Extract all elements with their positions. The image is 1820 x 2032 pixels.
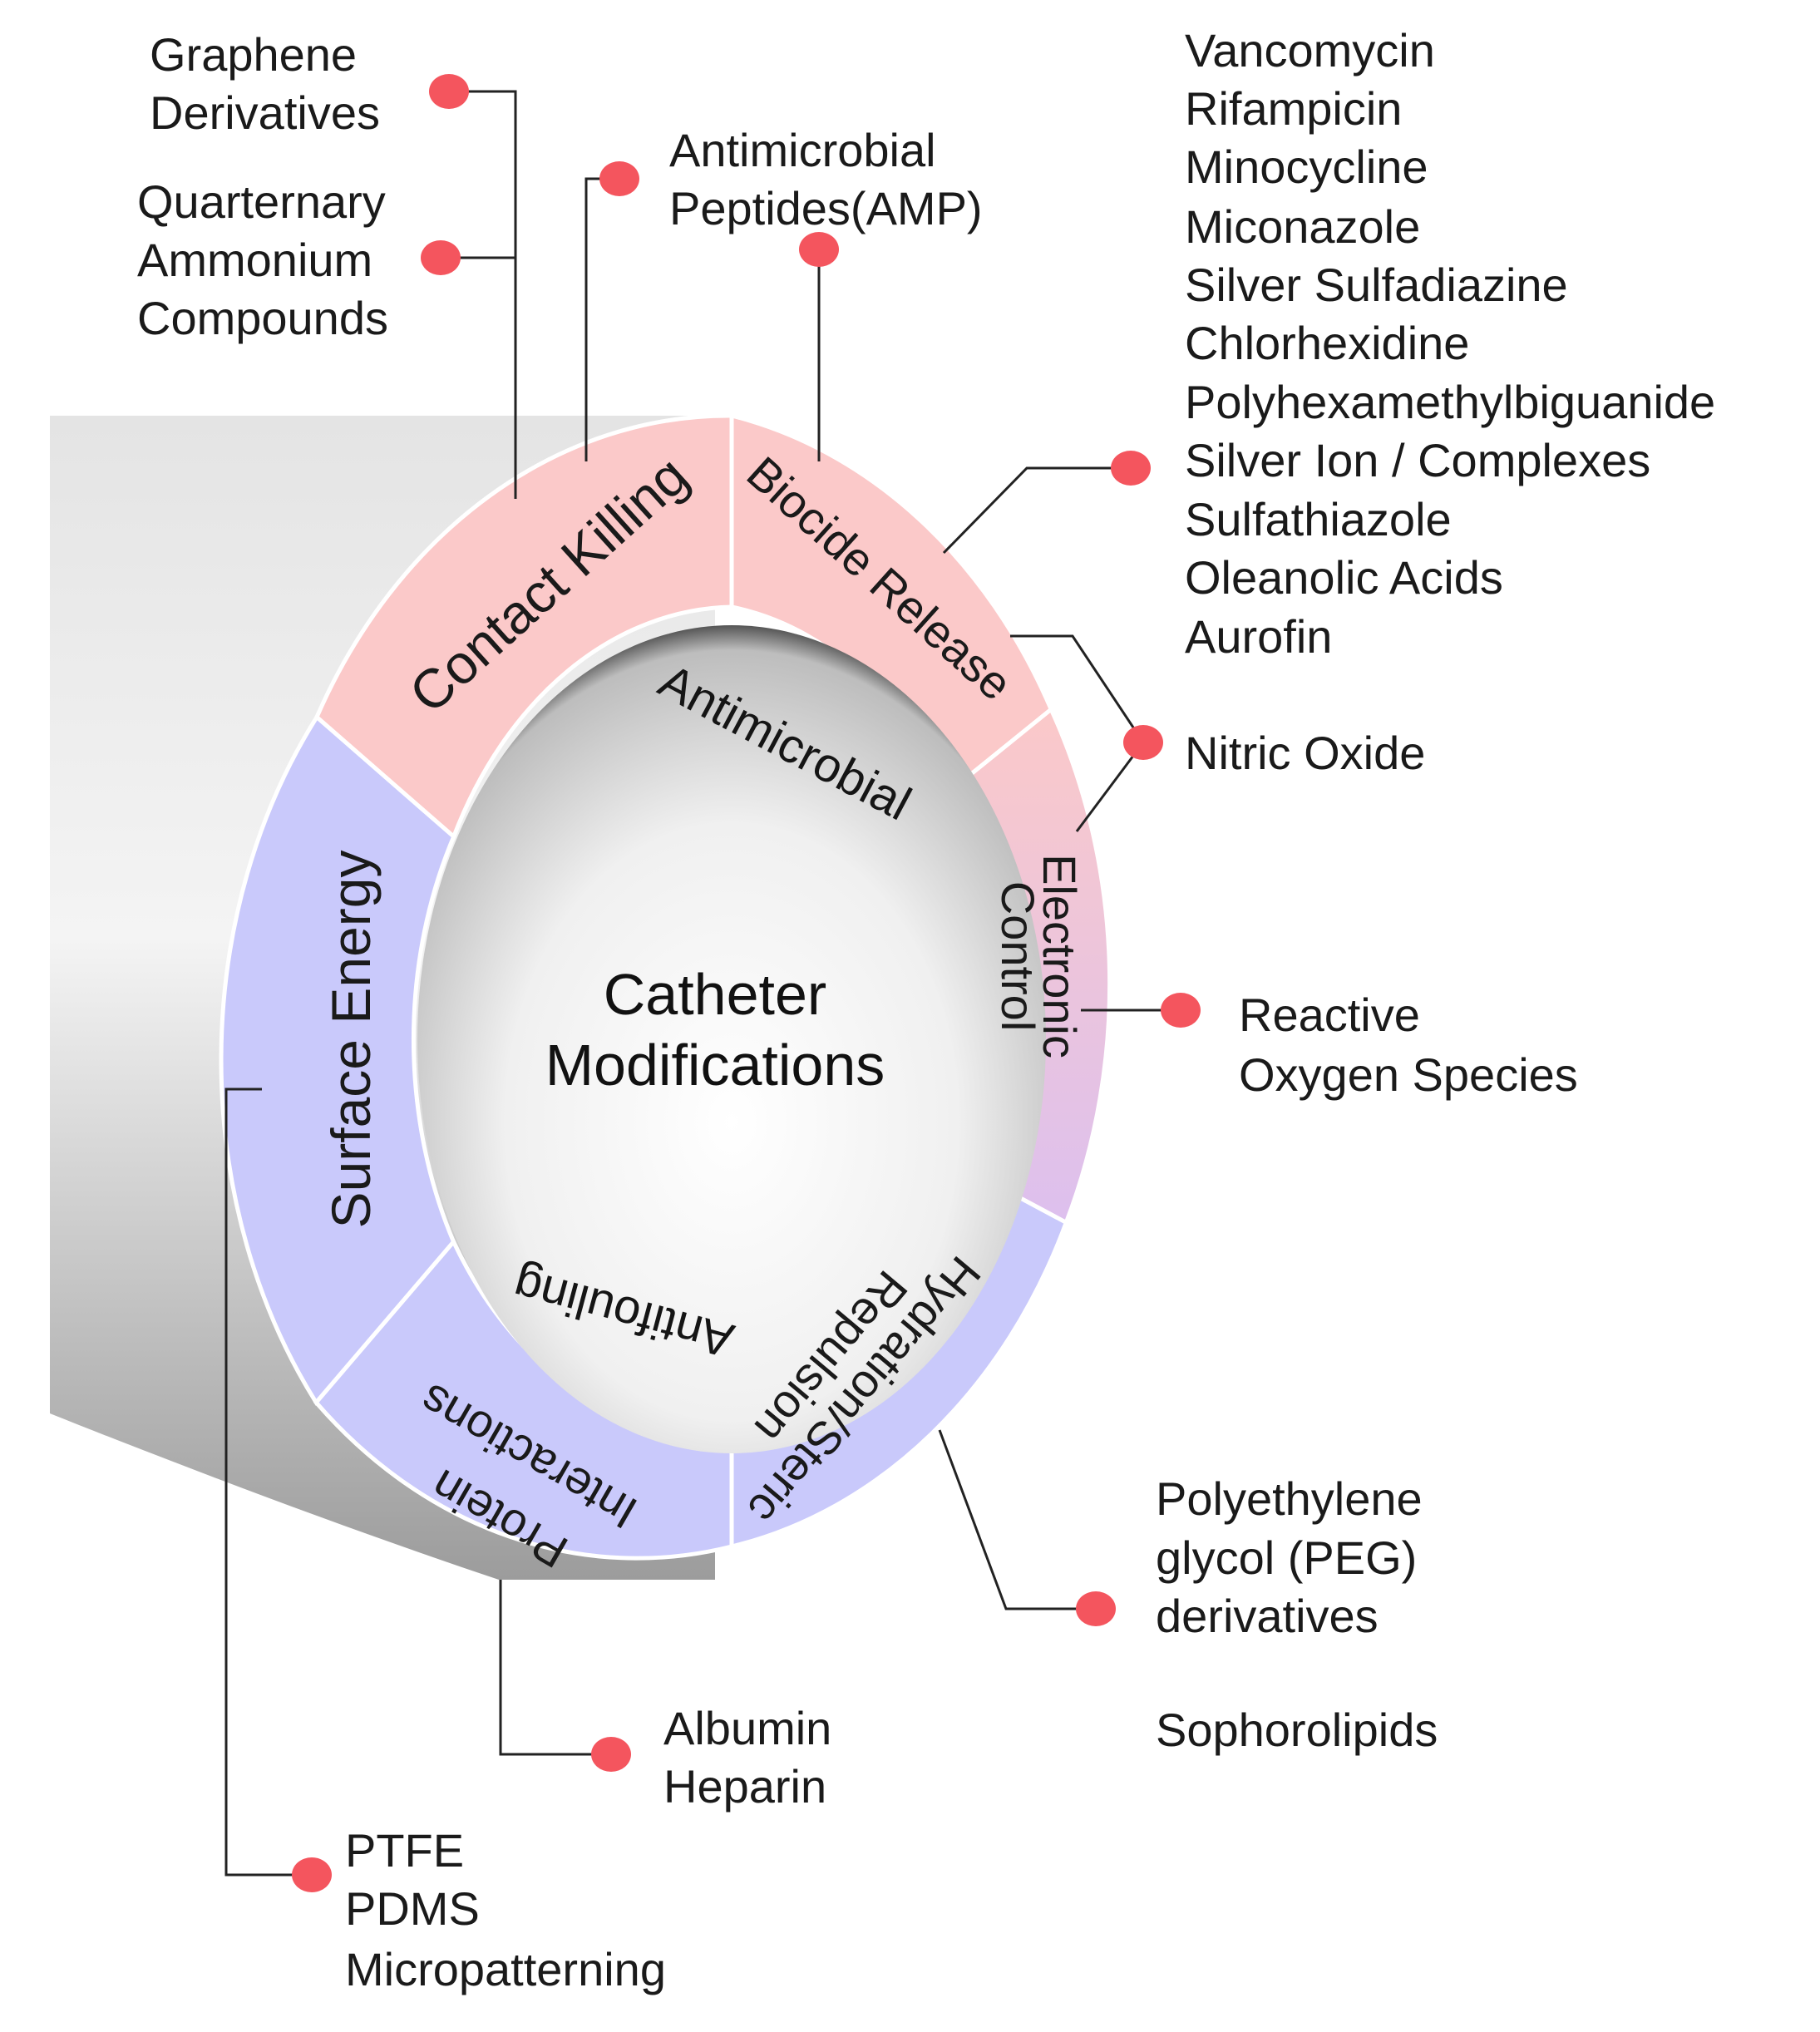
biocide-item: Polyhexamethylbiguanide [1185,376,1715,428]
sophorolipids-label: Sophorolipids [1156,1704,1438,1756]
dot-surface [292,1857,332,1892]
dot-albumin [591,1737,631,1772]
connector-no-electronic [1075,742,1145,832]
ros-label-1: Reactive [1239,989,1420,1041]
dot-graphene [429,74,469,109]
electronic-label: Electronic [1033,854,1086,1058]
amp-label-2: Peptides(AMP) [669,182,983,234]
segment-contact-killing [313,413,734,841]
surface-label-2: PDMS [345,1882,480,1935]
albumin-label-1: Albumin [663,1702,831,1754]
center-title-line2: Modifications [545,1033,885,1097]
biocide-item: Silver Ion / Complexes [1185,434,1650,486]
dot-biocides [1111,451,1151,486]
quaternary-label-3: Compounds [137,292,388,344]
biocide-item: Minocycline [1185,141,1428,193]
graphene-label-1: Graphene [150,28,357,81]
surface-label-3: Micropatterning [345,1943,666,1995]
biocide-item: Miconazole [1185,200,1420,253]
biocide-list: Vancomycin Rifampicin Minocycline Micona… [1185,24,1715,663]
biocide-item: Vancomycin [1185,24,1435,76]
quaternary-label-2: Ammonium [137,234,372,286]
connector-graphene [449,90,517,499]
connector-no-biocide [1010,634,1145,743]
dot-peg [1076,1591,1116,1626]
dot-amp-biocide [799,232,839,267]
amp-label-1: Antimicrobial [669,124,936,176]
ros-label-2: Oxygen Species [1239,1048,1578,1101]
surface-energy-label: Surface Energy [320,851,382,1229]
connector-biocides [942,466,1131,555]
biocide-item: Aurofin [1185,610,1332,663]
peg-label-1: Polyethylene [1156,1472,1423,1525]
albumin-label-2: Heparin [663,1760,826,1813]
connector-dots [292,74,1201,1892]
peg-label-3: derivatives [1156,1590,1379,1642]
connector-albumin [499,1580,611,1756]
dot-nitric-oxide [1123,725,1163,760]
dot-quaternary [421,240,461,275]
biocide-item: Chlorhexidine [1185,317,1469,369]
biocide-item: Rifampicin [1185,82,1402,135]
surface-label-1: PTFE [345,1824,464,1877]
catheter-lumen [417,625,1046,1453]
quaternary-label-1: Quarternary [137,175,386,228]
biocide-item: Silver Sulfadiazine [1185,259,1568,311]
peg-label-2: glycol (PEG) [1156,1531,1417,1584]
center-title-line1: Catheter [604,962,826,1027]
dot-ros [1161,993,1201,1028]
graphene-label-2: Derivatives [150,86,380,139]
connector-surface [224,1088,312,1877]
segment-surface-energy [219,713,456,1407]
connectors [224,90,1181,1877]
biocide-item: Sulfathiazole [1185,493,1452,545]
nitric-oxide-label: Nitric Oxide [1185,727,1425,779]
control-label: Control [992,881,1044,1032]
dot-amp [599,161,639,196]
biocide-item: Oleanolic Acids [1185,551,1503,604]
connector-peg [938,1429,1096,1610]
